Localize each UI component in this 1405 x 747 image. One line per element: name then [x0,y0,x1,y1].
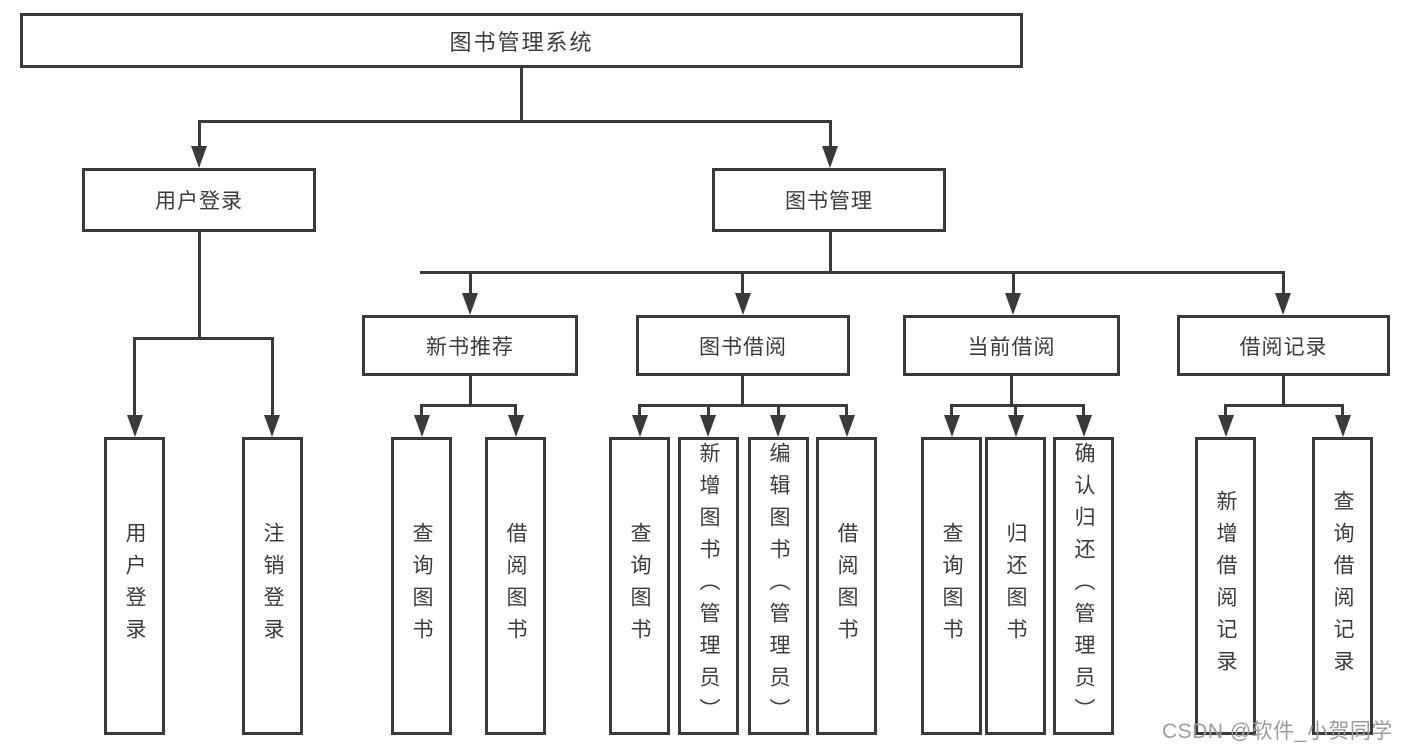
node-user-login-label: 用户登录 [155,190,243,213]
connector-user-login-stub [198,232,201,340]
node-current-borrow-label: 当前借阅 [967,335,1056,359]
node-book-management-label: 图书管理 [785,190,873,213]
connector-current-borrow-rail [950,404,1085,407]
node-new-book-recommend-label: 新书推荐 [426,335,514,359]
connector-drop-book-borrow [741,271,744,296]
node-book-borrow-label: 图书借阅 [699,335,787,359]
connector-drop-add-borrow-record [1224,404,1227,417]
connector-drop-query-book-current [950,404,953,417]
arrowhead-new-book-recommend [462,293,478,315]
leaf-borrow-book-recommend: 借阅图书 [485,437,546,735]
leaf-add-borrow-record: 新增借阅记录 [1195,437,1256,735]
leaf-query-book-current: 查询图书 [921,437,982,735]
arrowhead-query-book-current [944,415,960,437]
leaf-query-book-current-label: 查询图书 [940,522,963,650]
node-root-label: 图书管理系统 [449,29,594,55]
arrowhead-query-book-borrow [632,415,648,437]
connector-drop-borrow-record [1282,271,1285,296]
leaf-return-book-label: 归还图书 [1004,522,1027,650]
leaf-confirm-return-admin: 确认归还（管理员） [1053,437,1114,735]
arrowhead-edit-book-admin [770,415,786,437]
connector-new-book-recommend-rail [420,404,517,407]
leaf-query-borrow-record: 查询借阅记录 [1312,437,1373,735]
connector-drop-book-management [829,120,832,148]
arrowhead-borrow-book [839,415,855,437]
connector-new-book-recommend-stub [469,376,472,407]
leaf-logout-label: 注销登录 [261,522,284,650]
leaf-query-book-borrow: 查询图书 [609,437,670,735]
leaf-add-borrow-record-label: 新增借阅记录 [1214,490,1237,682]
arrowhead-borrow-book-recommend [508,415,524,437]
connector-drop-new-book-recommend [469,271,472,296]
connector-drop-return-book [1014,404,1017,417]
arrowhead-return-book [1008,415,1024,437]
connector-book-borrow-stub [741,376,744,407]
node-borrow-record-label: 借阅记录 [1239,335,1328,359]
leaf-confirm-return-admin-label: 确认归还（管理员） [1072,442,1095,730]
arrowhead-user-login [191,146,207,168]
leaf-query-book-recommend-label: 查询图书 [410,522,433,650]
connector-drop-query-book-recommend [420,404,423,417]
arrowhead-add-borrow-record [1218,415,1234,437]
connector-drop-borrow-book [845,404,848,417]
connector-root-rail [198,120,832,123]
node-root: 图书管理系统 [20,13,1023,68]
leaf-borrow-book-label: 借阅图书 [835,522,858,650]
connector-drop-leaf-logout [271,337,274,417]
leaf-borrow-book-recommend-label: 借阅图书 [504,522,527,650]
arrowhead-confirm-return-admin [1076,415,1092,437]
leaf-return-book: 归还图书 [985,437,1046,735]
csdn-watermark: CSDN @软件_小贺同学 [1162,720,1393,743]
leaf-logout: 注销登录 [242,437,303,735]
node-user-login: 用户登录 [82,168,316,232]
connector-drop-add-book-admin [707,404,710,417]
leaf-add-book-admin-label: 新增图书（管理员） [697,442,720,730]
node-book-borrow: 图书借阅 [636,315,850,376]
arrowhead-book-borrow [735,293,751,315]
node-new-book-recommend: 新书推荐 [362,315,578,376]
connector-root-stub [520,68,523,122]
connector-borrow-record-stub [1282,376,1285,407]
leaf-query-book-recommend: 查询图书 [391,437,452,735]
leaf-edit-book-admin-label: 编辑图书（管理员） [767,442,790,730]
connector-drop-query-book-borrow [638,404,641,417]
connector-drop-borrow-book-recommend [514,404,517,417]
connector-drop-current-borrow [1012,271,1015,296]
connector-user-login-rail [133,337,274,340]
node-current-borrow: 当前借阅 [903,315,1120,376]
leaf-query-borrow-record-label: 查询借阅记录 [1331,490,1354,682]
connector-drop-query-borrow-record [1341,404,1344,417]
arrowhead-query-book-recommend [414,415,430,437]
connector-book-management-rail [420,271,1285,274]
connector-borrow-record-rail [1224,404,1344,407]
leaf-user-login: 用户登录 [104,437,165,735]
connector-drop-leaf-user-login [133,337,136,417]
connector-book-borrow-rail [638,404,848,407]
connector-drop-edit-book-admin [777,404,780,417]
leaf-user-login-label: 用户登录 [123,522,146,650]
connector-drop-user-login [198,120,201,148]
arrowhead-leaf-logout [264,415,280,437]
arrowhead-borrow-record [1275,293,1291,315]
connector-drop-confirm-return-admin [1082,404,1085,417]
leaf-query-book-borrow-label: 查询图书 [628,522,651,650]
leaf-borrow-book: 借阅图书 [816,437,877,735]
node-borrow-record: 借阅记录 [1177,315,1390,376]
leaf-add-book-admin: 新增图书（管理员） [678,437,739,735]
arrowhead-leaf-user-login [127,415,143,437]
node-book-management: 图书管理 [712,168,946,232]
connector-current-borrow-stub [1010,376,1013,407]
arrowhead-current-borrow [1005,293,1021,315]
leaf-edit-book-admin: 编辑图书（管理员） [748,437,809,735]
arrowhead-book-management [822,146,838,168]
arrowhead-query-borrow-record [1335,415,1351,437]
connector-book-management-stub [829,232,832,274]
arrowhead-add-book-admin [700,415,716,437]
